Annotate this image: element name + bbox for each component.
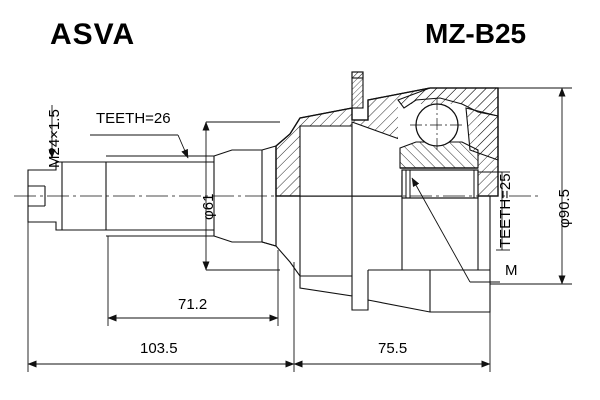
dimension-inner-teeth [478, 171, 510, 251]
part-number-label: MZ-B25 [425, 18, 527, 49]
shaft-length-label: 103.5 [140, 340, 178, 357]
shaft-outline [27, 145, 277, 247]
outer-teeth-label: TEETH=26 [96, 110, 171, 127]
shaft-diameter-label: φ61 [200, 193, 217, 220]
dimension-joint-length [293, 312, 491, 372]
joint-housing-section [275, 71, 499, 199]
thread-spec-label: M24×1.5 [46, 109, 63, 168]
leader-marker-m [411, 177, 500, 283]
inner-teeth-label: TEETH=25 [497, 173, 514, 248]
dimension-shaft-diameter [202, 121, 280, 271]
spline-length-label: 71.2 [178, 296, 208, 313]
dimension-shaft-length [27, 186, 295, 372]
marker-m-label: M [505, 262, 518, 279]
housing-lower-outline [261, 196, 491, 313]
dimension-spline-length [107, 236, 279, 326]
joint-length-label: 75.5 [378, 340, 408, 357]
brand-logo-text: ASVA [50, 18, 136, 51]
dimension-housing-diameter [490, 87, 572, 285]
leader-outer-teeth [90, 134, 189, 159]
housing-diameter-label: φ90.5 [556, 189, 573, 228]
